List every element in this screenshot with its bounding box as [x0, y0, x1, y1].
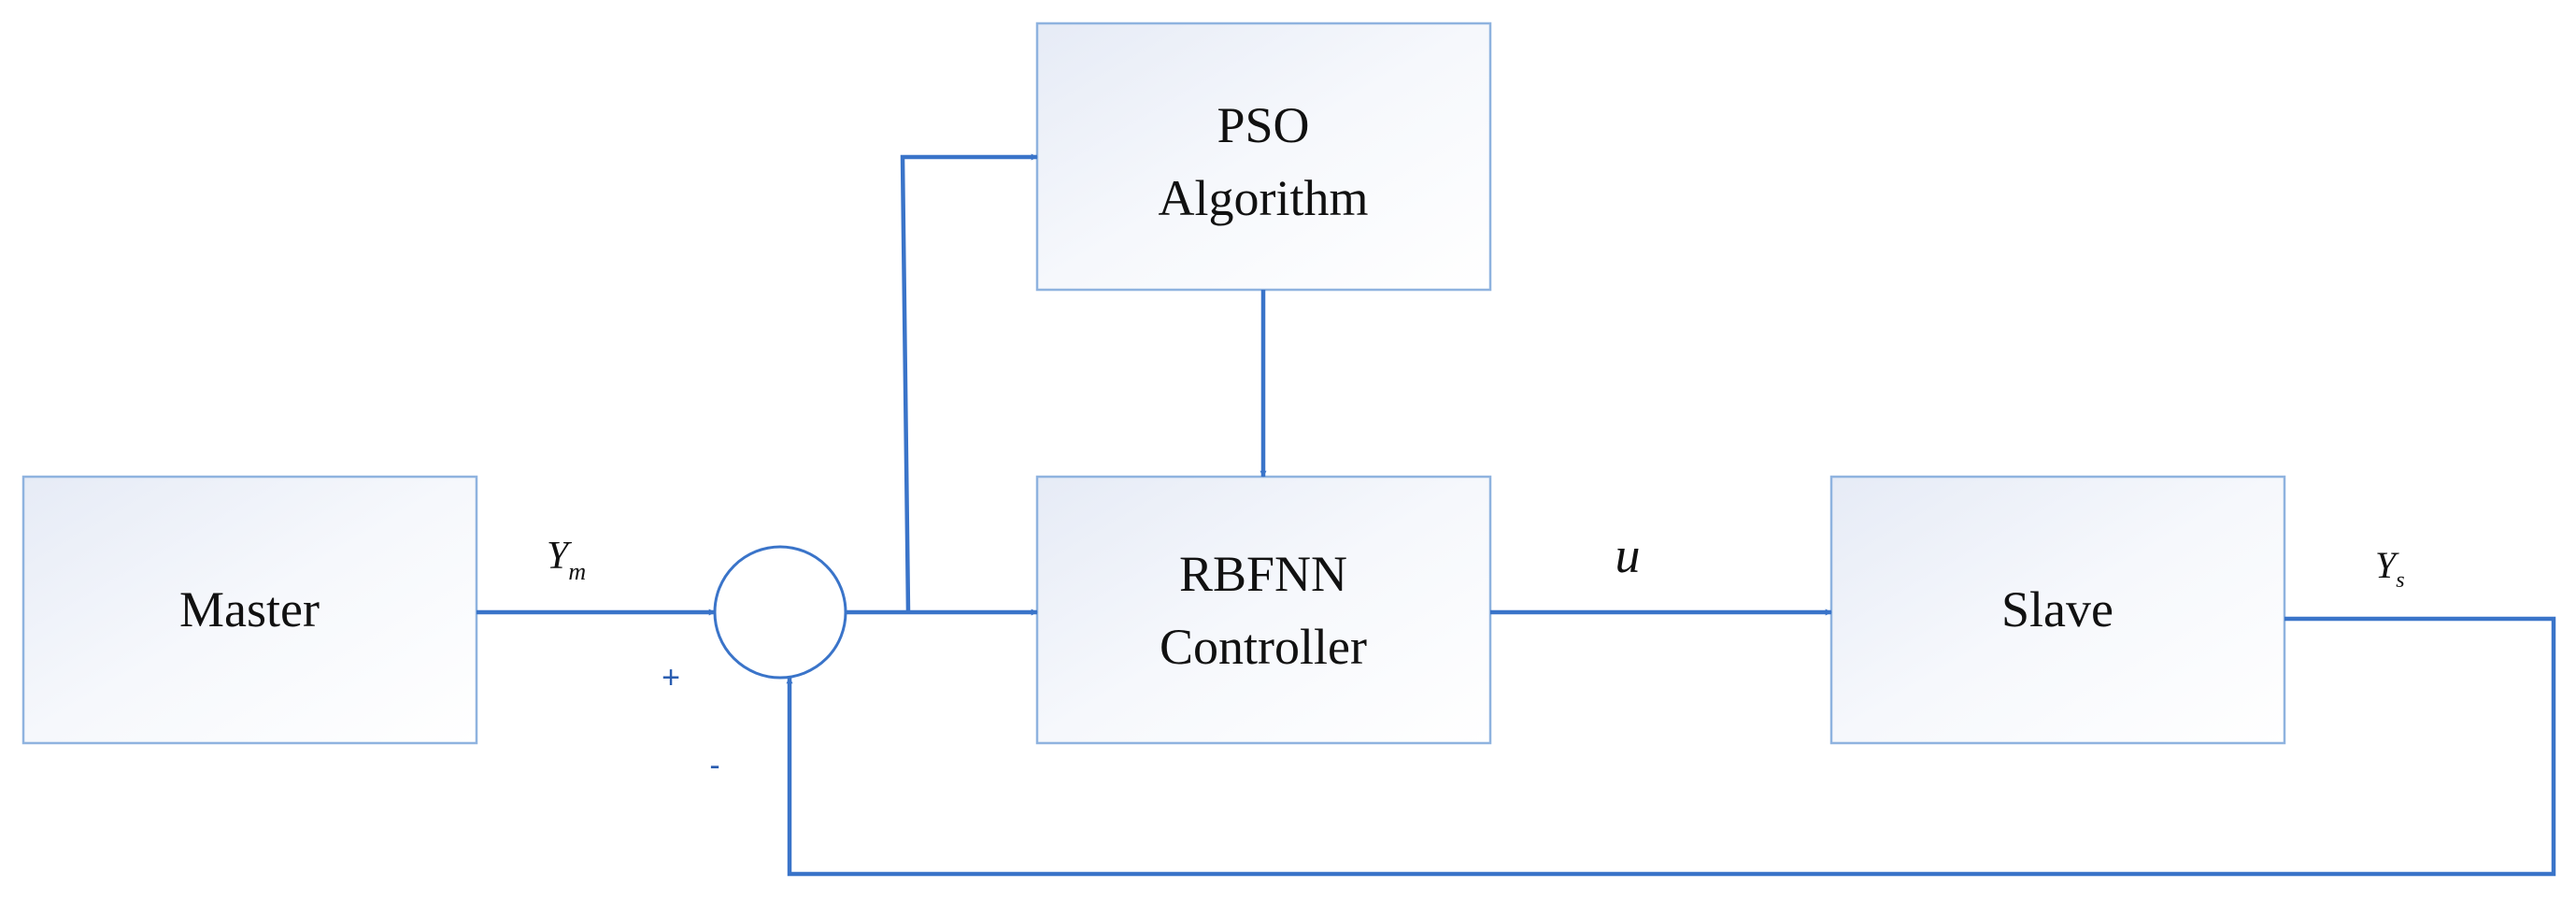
plus-sign-label: + — [662, 660, 680, 695]
pso-algorithm-block: PSO Algorithm — [1035, 21, 1492, 292]
pso-block-label-line2: Algorithm — [1159, 170, 1369, 226]
master-block-label: Master — [179, 581, 320, 637]
minus-sign-label: - — [709, 748, 719, 783]
slave-block: Slave — [1829, 475, 2286, 745]
controller-block-label-line1: RBFNN — [1179, 546, 1347, 602]
controller-block-label-line2: Controller — [1160, 619, 1367, 675]
master-block: Master — [21, 475, 478, 745]
ys-signal-label: Ys — [2375, 544, 2405, 593]
feedback-path-arrow — [786, 616, 2556, 877]
rbfnn-controller-block: RBFNN Controller — [1035, 475, 1492, 745]
pso-block-label-line1: PSO — [1217, 97, 1309, 153]
u-signal-label: u — [1615, 527, 1641, 583]
summing-junction — [713, 545, 847, 680]
slave-block-label: Slave — [2001, 581, 2113, 637]
error-to-pso-arrow — [900, 153, 1038, 613]
ym-signal-label: Ym — [547, 535, 586, 585]
